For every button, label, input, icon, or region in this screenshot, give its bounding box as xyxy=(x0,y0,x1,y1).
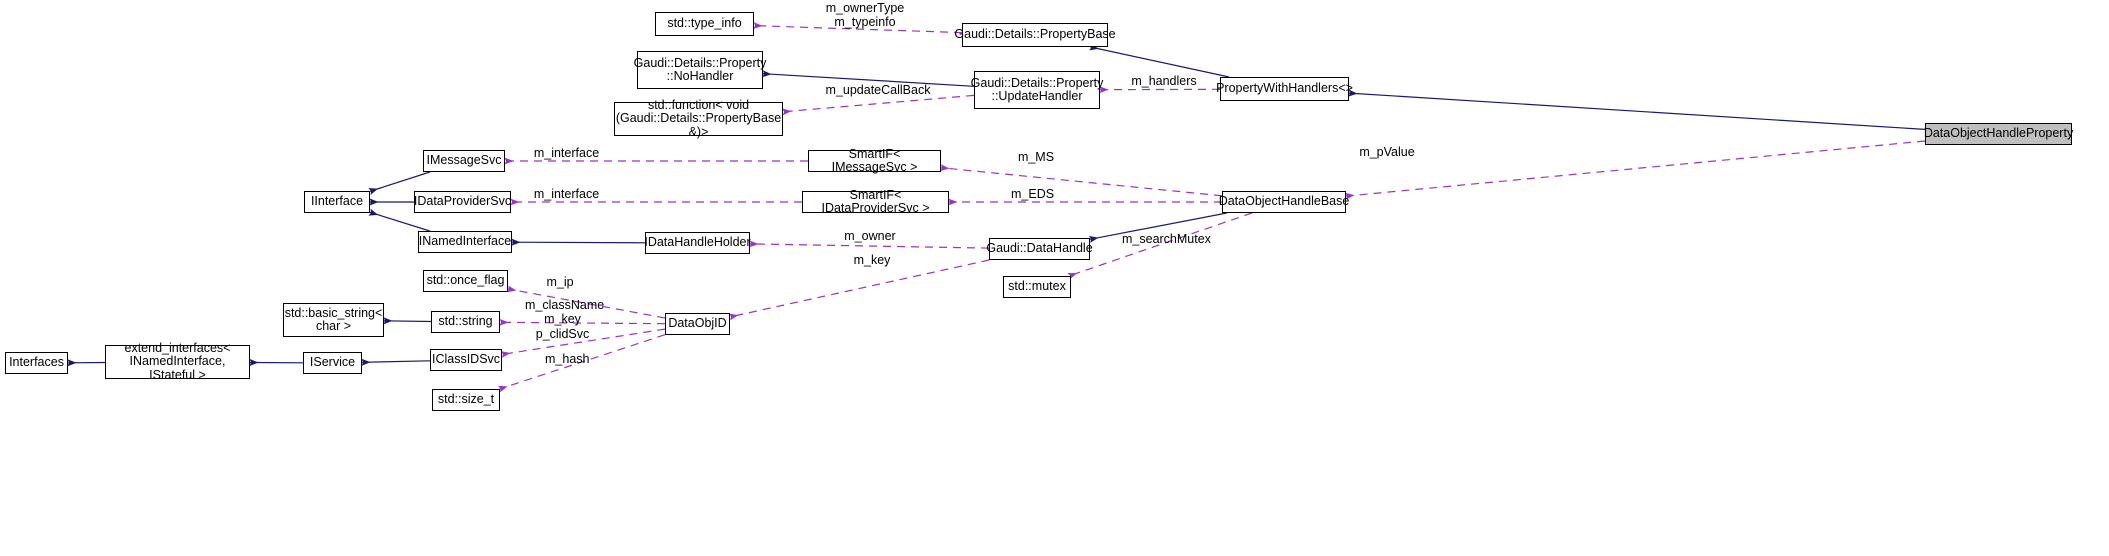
class-node-dataobjid[interactable]: DataObjID xyxy=(665,313,730,335)
class-node-stdstring[interactable]: std::string xyxy=(431,311,500,333)
class-node-idatahandleholder[interactable]: IDataHandleHolder xyxy=(644,232,751,254)
class-node-imessagesvc[interactable]: IMessageSvc xyxy=(423,150,505,172)
edge-label-pvalue: m_pValue xyxy=(1359,145,1415,159)
edge-label-classname: m_className m_key xyxy=(525,298,605,326)
edge-label-ip: m_ip xyxy=(546,275,574,289)
class-node-once_flag[interactable]: std::once_flag xyxy=(423,270,508,292)
class-node-smartif_ims[interactable]: SmartIF< IMessageSvc > xyxy=(808,147,941,174)
class-node-datahandle[interactable]: Gaudi::DataHandle xyxy=(986,238,1093,260)
class-node-dohbase[interactable]: DataObjectHandleBase xyxy=(1219,191,1349,213)
class-node-size_t[interactable]: std::size_t xyxy=(432,389,500,411)
class-node-basic_string[interactable]: std::basic_string< char > xyxy=(283,303,384,337)
class-node-stdfunction[interactable]: std::function< void (Gaudi::Details::Pro… xyxy=(614,97,783,139)
edge-label-interface1: m_interface xyxy=(533,146,600,160)
class-node-dohproperty[interactable]: DataObjectHandleProperty xyxy=(1924,123,2073,145)
class-node-inamedinterface[interactable]: INamedInterface xyxy=(418,231,512,253)
class-node-nohandler[interactable]: Gaudi::Details::Property ::NoHandler xyxy=(634,51,766,89)
edge-updatehandler-to-stdfunction xyxy=(782,94,975,116)
edge-datahandle-to-idatahandleholder xyxy=(749,240,990,249)
class-node-smartif_eds[interactable]: SmartIF< IDataProviderSvc > xyxy=(802,188,949,215)
class-node-iservice[interactable]: IService xyxy=(303,352,362,374)
edge-label-handlers: m_handlers xyxy=(1131,74,1197,88)
class-node-iclassidsvc[interactable]: IClassIDSvc xyxy=(430,349,502,371)
edge-datahandle-to-dataobjid xyxy=(728,259,990,321)
edge-label-key: m_key xyxy=(853,253,891,267)
class-node-propwithhandlers[interactable]: PropertyWithHandlers<> xyxy=(1216,77,1353,101)
class-node-type_info[interactable]: std::type_info xyxy=(655,12,754,36)
class-node-iinterface[interactable]: IInterface xyxy=(304,191,370,213)
class-node-extend_interfaces[interactable]: extend_interfaces< INamedInterface, ISta… xyxy=(105,341,250,382)
edge-stdstring-to-basic_string xyxy=(383,317,432,325)
edge-label-interface2: m_interface xyxy=(533,187,600,201)
edge-dohbase-to-smartif_ims xyxy=(940,164,1223,197)
edge-dohproperty-to-propwithhandlers xyxy=(1348,89,1926,130)
edge-label-owner: m_owner xyxy=(844,229,896,243)
class-node-interfaces[interactable]: Interfaces xyxy=(5,352,68,374)
edge-dohproperty-to-dohbase xyxy=(1345,140,1926,200)
edge-label-ms: m_MS xyxy=(1017,150,1055,164)
edge-label-searchmutex: m_searchMutex xyxy=(1122,232,1211,246)
class-node-idataprovidersvc[interactable]: IDataProviderSvc xyxy=(414,191,511,213)
edge-idatahandleholder-to-inamedinterface xyxy=(511,238,646,246)
edge-label-clidsvc: p_clidSvc xyxy=(535,327,590,341)
edge-iclassidsvc-to-iservice xyxy=(361,358,431,366)
class-node-mutex[interactable]: std::mutex xyxy=(1003,276,1071,298)
class-node-propertybase[interactable]: Gaudi::Details::PropertyBase xyxy=(954,23,1116,47)
edge-imessagesvc-to-iinterface xyxy=(368,171,431,195)
edge-label-ownertype: m_ownerType m_typeinfo xyxy=(825,1,905,29)
edge-label-updatecb: m_updateCallBack xyxy=(825,83,931,97)
class-node-updatehandler[interactable]: Gaudi::Details::Property ::UpdateHandler xyxy=(971,71,1103,109)
edge-label-eds: m_EDS xyxy=(1011,187,1055,201)
edge-label-hash: m_hash xyxy=(545,352,590,366)
edge-propwithhandlers-to-propertybase xyxy=(1089,43,1230,78)
edge-inamedinterface-to-iinterface xyxy=(368,208,430,232)
